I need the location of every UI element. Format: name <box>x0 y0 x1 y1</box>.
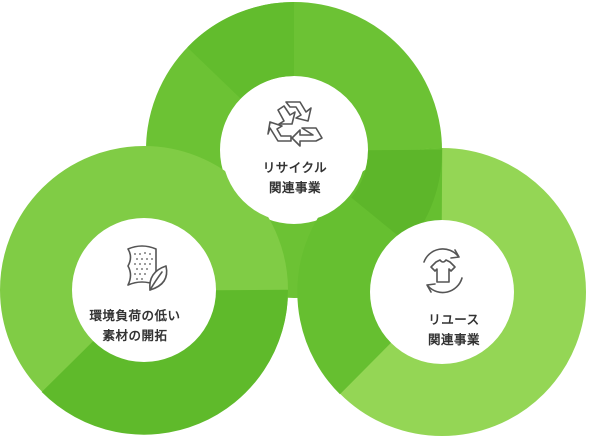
label-reuse: リユース 関連事業 <box>389 310 519 350</box>
label-reuse-line-1: リユース <box>428 312 480 327</box>
label-recycle-line-1: リサイクル <box>262 160 328 175</box>
reuse-shirt-icon <box>423 248 463 294</box>
label-low-impact-line-1: 環境負荷の低い <box>89 308 181 323</box>
label-recycle: リサイクル 関連事業 <box>230 158 360 198</box>
ring-low-impact-shade <box>41 288 289 435</box>
ring-recycle-weave <box>350 148 442 245</box>
ring-recycle-shade <box>187 1 296 100</box>
center-low-impact <box>72 218 216 362</box>
fabric-leaf-icon <box>127 245 168 291</box>
label-low-impact: 環境負荷の低い 素材の開拓 <box>70 306 200 346</box>
label-low-impact-line-2: 素材の開拓 <box>102 328 168 343</box>
label-recycle-line-2: 関連事業 <box>268 180 321 195</box>
center-recycle <box>222 78 366 222</box>
recycle-icon <box>267 101 323 147</box>
label-reuse-line-2: 関連事業 <box>427 332 480 347</box>
